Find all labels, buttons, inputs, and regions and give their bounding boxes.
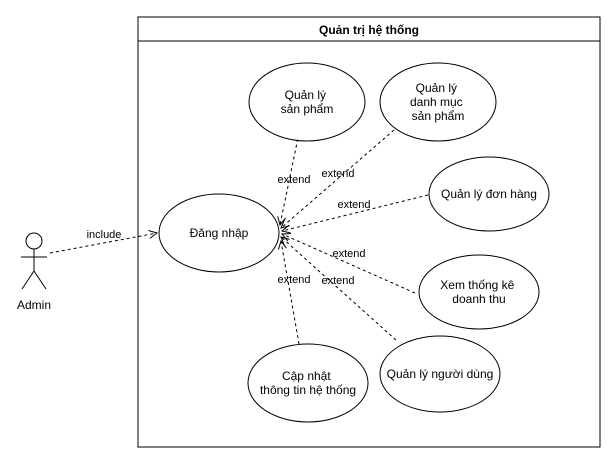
extend-relations: extend extend extend extend extend exten… xyxy=(277,129,429,345)
usecase-login: Đăng nhập xyxy=(158,193,280,273)
usecase-manage-orders: Quản lý đơn hàng xyxy=(428,156,550,232)
extend-label-system-info: extend xyxy=(277,274,310,286)
usecase-manage-products: Quản lý sản phẩm xyxy=(248,62,366,142)
extend-line-products xyxy=(280,132,300,225)
usecase-manage-categories: Quản lý danh mục sản phẩm xyxy=(379,62,497,142)
actor-name: Admin xyxy=(17,298,51,312)
include-label: include xyxy=(87,229,122,241)
usecase-manage-users: Quản lý người dùng xyxy=(379,335,501,413)
usecase-update-system-info-text: Cập nhật thông tin hệ thống xyxy=(260,369,356,397)
usecase-login-text: Đăng nhập xyxy=(190,226,249,240)
usecase-view-revenue: Xem thống kê doanh thu xyxy=(418,254,540,330)
include-relation: include xyxy=(49,229,157,254)
extend-label-orders: extend xyxy=(337,199,370,211)
extend-line-users xyxy=(281,237,397,341)
extend-label-users: extend xyxy=(321,275,354,287)
extend-line-orders xyxy=(282,194,429,231)
usecase-view-revenue-text: Xem thống kê doanh thu xyxy=(440,278,517,306)
extend-line-categories xyxy=(281,129,395,228)
extend-line-revenue xyxy=(282,234,416,294)
actor-admin: Admin xyxy=(17,232,51,312)
usecase-manage-orders-text: Quản lý đơn hàng xyxy=(441,187,537,201)
extend-label-revenue: extend xyxy=(332,248,365,260)
usecase-manage-users-text: Quản lý người dùng xyxy=(387,367,494,381)
extend-label-categories: extend xyxy=(321,168,354,180)
system-title: Quản trị hệ thống xyxy=(319,23,419,37)
usecase-manage-products-text: Quản lý sản phẩm xyxy=(281,88,334,116)
usecase-update-system-info: Cập nhật thông tin hệ thống xyxy=(247,343,369,423)
usecase-manage-categories-text: Quản lý danh mục sản phẩm xyxy=(410,81,466,123)
extend-label-products: extend xyxy=(277,174,310,186)
